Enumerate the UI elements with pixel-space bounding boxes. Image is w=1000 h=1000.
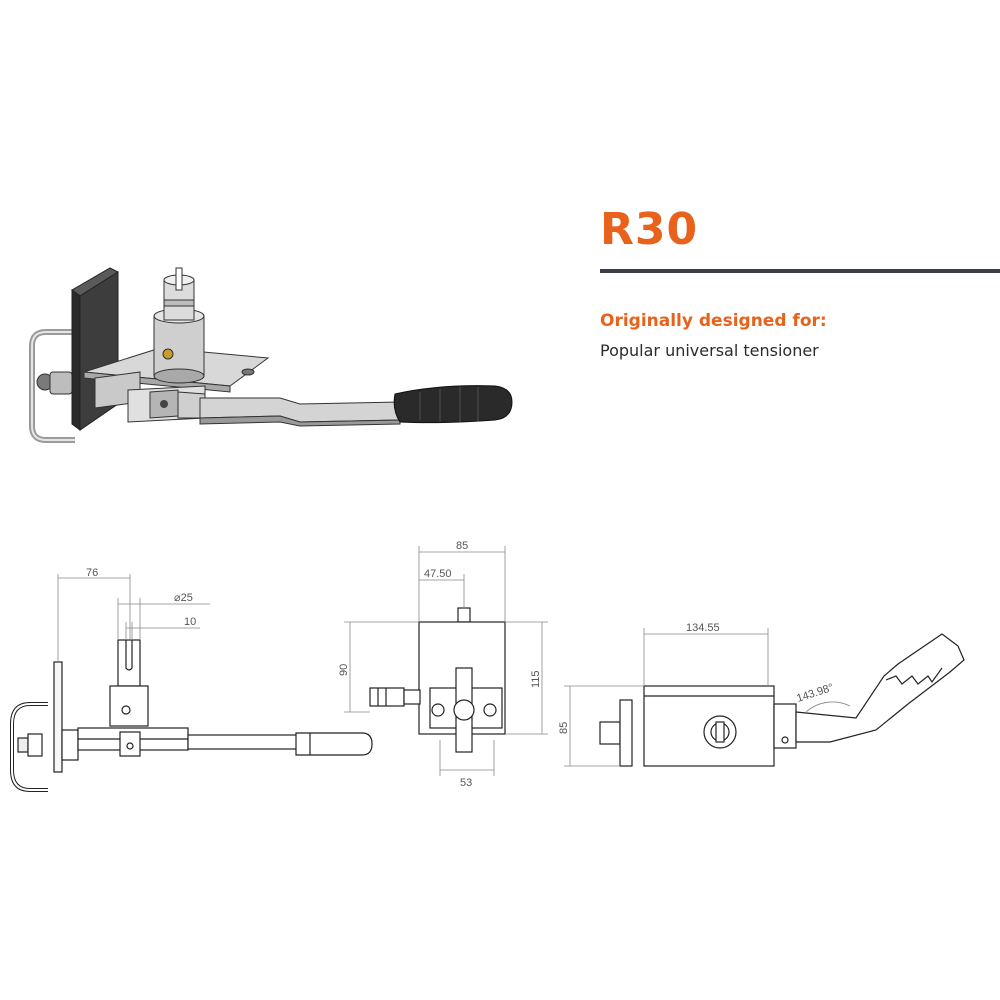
dim-front-85: 85 [456, 540, 468, 552]
front-view-dimensions [344, 546, 548, 776]
side-view [10, 639, 373, 792]
dim-front-115: 115 [530, 670, 542, 688]
top-view-dimensions [564, 628, 851, 767]
front-view [369, 607, 506, 753]
dim-side-10: 10 [184, 616, 196, 628]
dim-top-length: 134.55 [686, 622, 720, 634]
dim-front-47-50: 47.50 [424, 568, 452, 580]
side-view-dimensions [57, 574, 210, 662]
side-grip [295, 732, 373, 756]
title-divider [600, 269, 1000, 273]
lever-grip [393, 385, 513, 424]
shaft-post [153, 315, 205, 377]
dim-top-85: 85 [558, 722, 570, 734]
top-view [599, 633, 965, 767]
dim-front-53: 53 [460, 777, 472, 789]
dim-front-90: 90 [338, 664, 350, 676]
product-title: R30 [600, 204, 699, 255]
dim-top-angle: 143.98° [795, 682, 835, 705]
isometric-render [29, 267, 513, 443]
side-plate [53, 661, 63, 773]
dim-side-76: 76 [86, 567, 98, 579]
designed-for-value: Popular universal tensioner [600, 341, 819, 360]
top-lever [795, 633, 965, 743]
designed-for-label: Originally designed for: [600, 311, 827, 331]
dim-side-diameter: ⌀25 [174, 592, 193, 604]
